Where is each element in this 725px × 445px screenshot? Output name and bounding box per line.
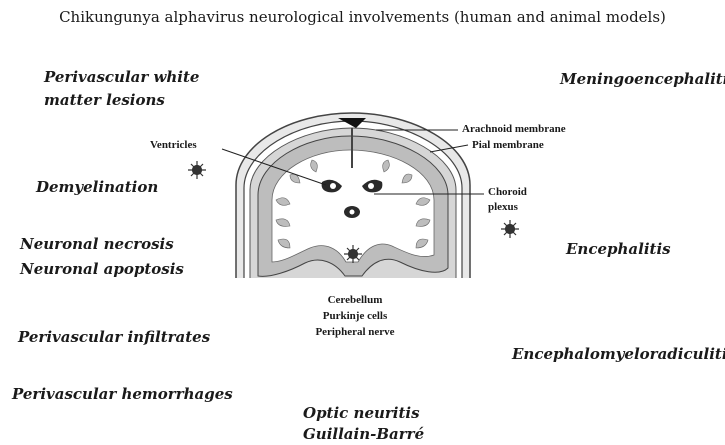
label-ventricles: Ventricles (150, 139, 197, 151)
label-neuronal-apoptosis: Neuronal apoptosis (20, 260, 184, 278)
label-choroid: Choroid (488, 186, 527, 198)
virus-icon (188, 161, 206, 179)
label-plexus: plexus (488, 201, 518, 213)
label-guillain-barre: Guillain-Barré (303, 425, 424, 443)
label-meningoencephalitis: Meningoencephalitis (560, 70, 725, 88)
label-arachnoid-membrane: Arachnoid membrane (462, 123, 566, 135)
center-list: Cerebellum Purkinje cells Peripheral ner… (270, 292, 440, 340)
label-demyelination: Demyelination (36, 178, 158, 196)
label-perivascular-infiltrates: Perivascular infiltrates (18, 328, 210, 346)
page-title: Chikungunya alphavirus neurological invo… (0, 8, 725, 26)
label-neuronal-necrosis: Neuronal necrosis (20, 235, 174, 253)
center-list-item: Purkinje cells (270, 308, 440, 324)
label-encephalitis: Encephalitis (566, 240, 671, 258)
label-encephalomyeloradiculitis: Encephalomyeloradiculitis (512, 345, 725, 363)
label-matter-lesions: matter lesions (44, 91, 165, 109)
label-perivascular-white: Perivascular white (44, 68, 199, 86)
label-optic-neuritis: Optic neuritis (303, 404, 420, 422)
center-list-item: Peripheral nerve (270, 324, 440, 340)
center-list-item: Cerebellum (270, 292, 440, 308)
virus-icon (501, 220, 519, 238)
label-pial-membrane: Pial membrane (472, 139, 544, 151)
label-perivascular-hemorrhages: Perivascular hemorrhages (12, 385, 233, 403)
